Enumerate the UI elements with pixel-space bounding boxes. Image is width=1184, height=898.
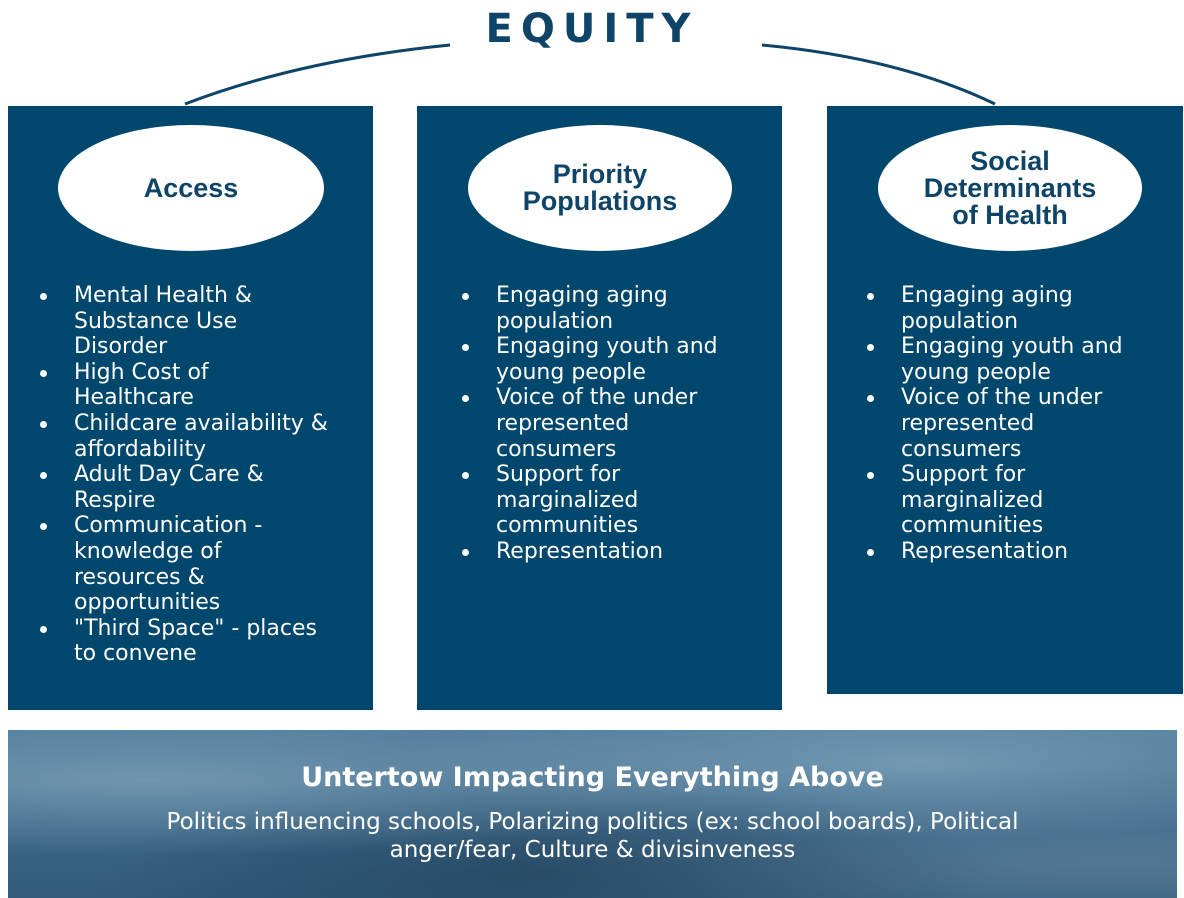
undertow-description: Politics influencing schools, Polarizing… <box>166 809 1019 863</box>
list-item: Engaging aging population <box>861 283 1161 334</box>
arc-right <box>761 43 996 106</box>
list-item: Engaging aging population <box>456 283 756 334</box>
heading-social-determinants: Social Determinants of Health <box>878 125 1142 251</box>
list-item: Representation <box>861 539 1161 565</box>
list-item: Representation <box>456 539 756 565</box>
list-item: "Third Space" - places to convene <box>34 616 334 667</box>
undertow-title: Untertow Impacting Everything Above <box>301 762 884 793</box>
list-item: Mental Health & Substance Use Disorder <box>34 283 334 360</box>
list-item: Engaging youth and young people <box>456 334 756 385</box>
list-item: Support for marginalized communities <box>861 462 1161 539</box>
list-priority-populations: Engaging aging population Engaging youth… <box>456 283 756 565</box>
list-item: Communication - knowledge of resources &… <box>34 513 334 615</box>
list-item: Adult Day Care & Respire <box>34 462 334 513</box>
heading-priority-populations: Priority Populations <box>468 125 732 251</box>
diagram-title: EQUITY <box>485 6 699 52</box>
list-item: Childcare availability & affordability <box>34 411 334 462</box>
heading-access: Access <box>58 125 324 251</box>
list-item: Engaging youth and young people <box>861 334 1161 385</box>
list-item: Voice of the under represented consumers <box>861 385 1161 462</box>
list-item: Voice of the under represented consumers <box>456 385 756 462</box>
list-item: High Cost of Healthcare <box>34 360 334 411</box>
list-access: Mental Health & Substance Use Disorder H… <box>34 283 334 667</box>
list-social-determinants: Engaging aging population Engaging youth… <box>861 283 1161 565</box>
equity-arc <box>184 43 996 106</box>
undertow-banner: Untertow Impacting Everything Above Poli… <box>8 730 1177 898</box>
list-item: Support for marginalized communities <box>456 462 756 539</box>
undertow-text: Politics influencing schools, Polarizing… <box>8 808 1177 864</box>
arc-left <box>184 43 451 106</box>
